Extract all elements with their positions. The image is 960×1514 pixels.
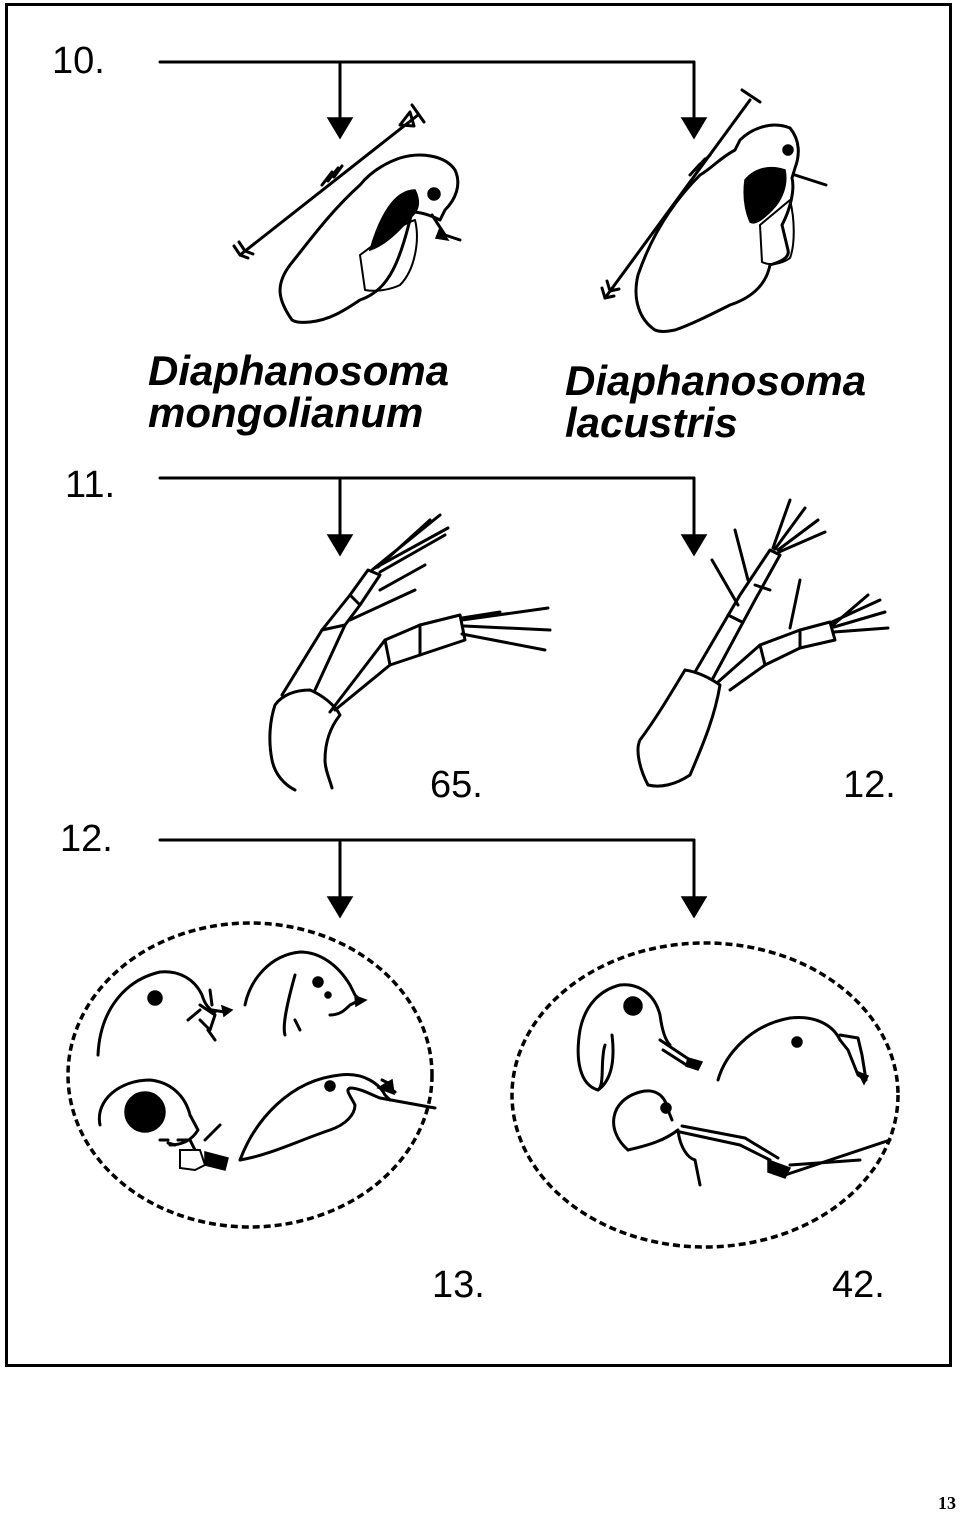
heads-group-left bbox=[66, 921, 437, 1229]
heads-group-right bbox=[510, 941, 900, 1249]
goto-right-couplet-12: 42. bbox=[832, 1264, 885, 1306]
antenna-left bbox=[268, 513, 552, 792]
couplet-number-10: 10. bbox=[52, 40, 105, 82]
couplet-number-12: 12. bbox=[60, 818, 113, 860]
antenna-right bbox=[636, 498, 890, 788]
branch-arrows-12 bbox=[158, 838, 708, 919]
page-number: 13 bbox=[938, 1493, 956, 1513]
species-label-right: Diaphanosoma lacustris bbox=[565, 360, 866, 444]
species-epithet-left: mongolianum bbox=[148, 389, 424, 436]
species-epithet-right: lacustris bbox=[565, 399, 738, 446]
goto-left-couplet-12: 13. bbox=[432, 1264, 485, 1306]
species-genus-right: Diaphanosoma bbox=[565, 357, 867, 404]
species-genus-left: Diaphanosoma bbox=[148, 347, 450, 394]
branch-arrows-11 bbox=[158, 476, 708, 557]
goto-left-couplet-11: 65. bbox=[430, 764, 483, 806]
branch-arrows-10 bbox=[158, 60, 708, 140]
goto-right-couplet-11: 12. bbox=[843, 764, 896, 806]
couplet-number-11: 11. bbox=[65, 464, 116, 506]
species-label-left: Diaphanosoma mongolianum bbox=[148, 350, 449, 434]
key-frame bbox=[5, 3, 952, 1367]
body-outline-right bbox=[600, 88, 828, 333]
body-outline-left bbox=[232, 103, 462, 324]
